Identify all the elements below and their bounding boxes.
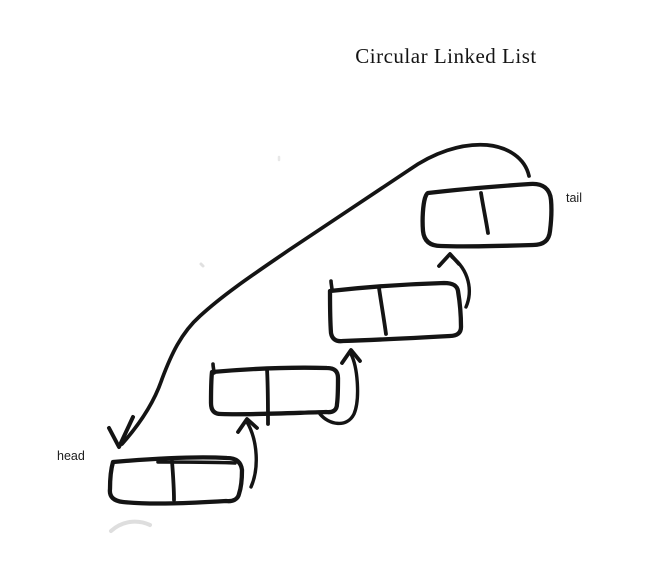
node-head-top-overstroke xyxy=(156,460,237,465)
arrow-head-to-node2 xyxy=(236,417,259,489)
head-label: head xyxy=(57,449,85,463)
node-tail-divider xyxy=(479,191,490,235)
node-2-divider xyxy=(265,367,270,426)
node-2 xyxy=(208,362,341,426)
node-head xyxy=(107,455,245,506)
node-2-outline xyxy=(208,365,341,417)
arrow-tail-to-head-circular xyxy=(107,142,531,449)
diagram-title: Circular Linked List xyxy=(355,44,536,68)
node-head-divider xyxy=(170,459,176,502)
node-tail-outline xyxy=(420,181,554,249)
faint-smudge xyxy=(109,519,152,533)
ink-layer xyxy=(107,142,554,506)
arrow-node3-to-tail xyxy=(437,252,471,309)
node-3-divider xyxy=(377,286,388,336)
node-3 xyxy=(327,279,464,344)
arrowhead-down-icon xyxy=(107,415,135,449)
arrow-node2-to-node3 xyxy=(318,348,362,426)
arrow-head-to-node2-shaft xyxy=(245,420,258,489)
node-tail xyxy=(420,181,554,249)
arrow-tail-to-head-shaft xyxy=(120,142,531,446)
faint-dot xyxy=(199,262,205,268)
arrow-node2-to-node3-shaft xyxy=(318,352,360,426)
arrowhead-up-icon xyxy=(437,252,461,268)
arrowhead-up-icon xyxy=(236,417,259,434)
arrowhead-up-icon xyxy=(340,348,362,365)
tail-label: tail xyxy=(566,191,582,205)
faint-stray-marks xyxy=(109,155,281,533)
node-head-outline xyxy=(107,455,245,506)
node-3-outline xyxy=(327,280,464,344)
